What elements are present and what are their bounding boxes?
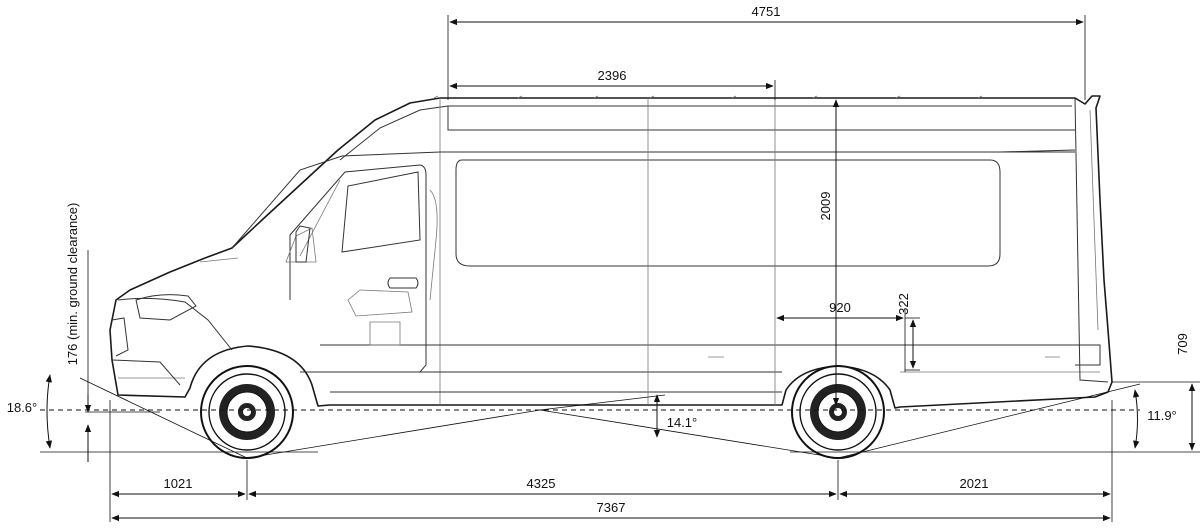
wheel-arch-width-label: 920 (829, 300, 851, 315)
interior-height-label: 2009 (818, 192, 833, 221)
loading-sill-height-label: 709 (1175, 333, 1190, 355)
ramp-angle-label: 14.1° (667, 415, 698, 430)
wheel-arch-height-label: 322 (896, 293, 911, 315)
front-overhang-label: 1021 (164, 476, 193, 491)
rear-wheel (791, 365, 885, 459)
wheelbase-label: 4325 (527, 476, 556, 491)
approach-angle-label: 18.6° (7, 400, 38, 415)
roof-window-length-label: 2396 (598, 68, 627, 83)
overall-length-label: 7367 (597, 500, 626, 515)
rear-overhang-label: 2021 (960, 476, 989, 491)
van-body (109, 95, 1113, 409)
departure-angle-label: 11.9° (1147, 408, 1177, 423)
ground-clearance-label: 176 (min. ground clearance) (65, 203, 80, 366)
front-wheel (200, 365, 294, 459)
dimension-lines (40, 15, 1200, 522)
cargo-length-label: 4751 (752, 4, 781, 19)
